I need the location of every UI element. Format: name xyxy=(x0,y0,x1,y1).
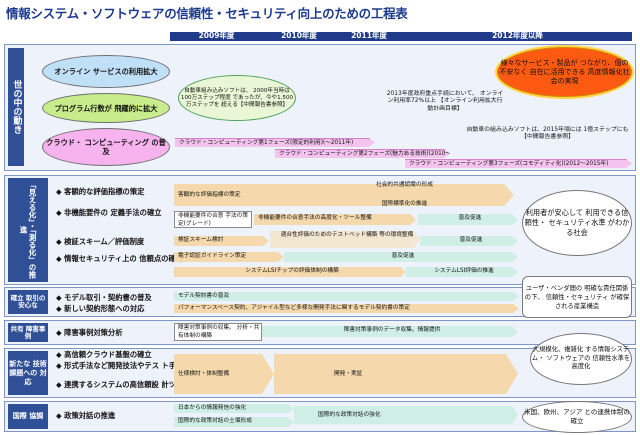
year-2009: 2009年度 xyxy=(198,31,235,40)
bar-dev-demo: 開発・実証 xyxy=(274,354,518,394)
bar-social-consensus: 社会的共通認識の形成 xyxy=(376,182,433,188)
bar-dialogue-strengthen: 国際的な政策対話の強化 xyxy=(294,406,518,424)
section-label-mieruka: 「見える化」・「測る化」の推進 xyxy=(8,178,48,282)
bar-lsi-framework: システムLSIチップの評価体制の構築 xyxy=(174,267,406,277)
bar-info-dissemination: 日本からの情報発信の強化 xyxy=(174,404,294,413)
year-timeline xyxy=(170,32,632,41)
item-cloud-platform: ◆ 高信頼クラウド基盤の確立 xyxy=(56,350,152,359)
bar-incident-data-provision: 障害対策事例のデータ収集、情報提供 xyxy=(262,326,518,337)
bar-model-contract-spread: モデル契約書の普及 xyxy=(174,292,519,301)
bar-e-auth-guideline: 電子認証ガイドライン策定 xyxy=(174,252,284,262)
section-label-incident: 共有 障害事例 xyxy=(8,323,48,342)
year-2011: 2011年度 xyxy=(351,31,387,40)
bar-dialogue-foundation: 国際的な政策対話の土壌形成 xyxy=(174,417,294,427)
section-label-intl: 国際 協調 xyxy=(8,404,48,429)
goal-newtech: 大規模化、複雑化 する情報システム・ ソフトウェアの 信頼性水準を高度化 xyxy=(530,333,632,385)
bar-nfr-advancement: 非機能要件の合意手法の高度化・ツール整備 xyxy=(254,214,416,225)
section-label-trends: 世の中の動き xyxy=(8,48,24,166)
item-policy-dialogue: ◆ 政策対話の推進 xyxy=(56,411,116,420)
bar-e-auth-popularize: 普及促進 xyxy=(284,252,518,262)
bar-diverse-contract-models: パフォーマンスベース契約、アジャイル型など多様な開発手法に関するモデル契約書の策… xyxy=(174,304,519,313)
bar-lsi-evaluation: システムLSI評価の推進 xyxy=(406,267,518,277)
cloud-phase-1-bar: クラウド・コンピューティング第1フェーズ(限定的利用)(〜2011年) xyxy=(175,138,375,147)
bar-intl-standard: 国際標準化の推進 xyxy=(381,201,428,207)
year-2012-later: 2012年度以降 xyxy=(492,31,543,40)
year-2010: 2010年度 xyxy=(281,31,317,40)
bar-nfr-grade: 非機能要件の合意 手法の策定(グレード) xyxy=(174,211,252,228)
bar-objective-metrics: 客観的な評価指標の策定 xyxy=(174,184,514,206)
bar-verification-popularize: 普及促進 xyxy=(420,236,518,246)
note-car-software-2015: 自動車の組み込みソフトは、2015年頃には 1億ステップにも【中間報告書参照】 xyxy=(466,127,629,141)
goal-intl: 米国、欧州、アジア との連携体制の確立 xyxy=(522,401,632,433)
item-incident-analysis: ◆ 障害事例対策分析 xyxy=(56,328,123,337)
section-label-trade: 確立 取引の 安心な xyxy=(8,290,48,314)
bar-incident-collection: 障害対策事例の収集、 分析・共有体制の構築 xyxy=(174,323,262,341)
item-objective-metrics: ◆ 客観的な評価指標の策定 xyxy=(56,187,145,196)
item-nfr-definition: ◆ 非機能要件の 定義手法の確立 xyxy=(56,208,162,217)
item-verification-scheme: ◆ 検証スキーム／評価制度 xyxy=(56,237,145,246)
item-new-contract-types: ◆ 新しい契約形態への対応 xyxy=(56,304,145,313)
trend-oval-code-size: プログラム行数が 飛躍的に拡大 xyxy=(42,93,170,123)
cloud-phase-2-bar: クラウド・コンピューティング第2フェーズ(魅力ある技術)(2010〜2013年) xyxy=(275,149,450,158)
bar-verification-review: 検証スキーム検討 xyxy=(174,236,269,246)
note-online-target: 2013年度政府重点手続において、 オンライン利用率72%以上 【オンライン利用… xyxy=(386,91,504,112)
trend-oval-online: オンライン サービスの利用拡大 xyxy=(42,55,170,88)
cloud-phase-3-bar: クラウド・コンピューティング第3フェーズ(コモディティ化)(2012〜2015年… xyxy=(405,159,632,168)
page-title: 情報システム・ソフトウェアの信頼性・セキュリティ向上のための工程表 xyxy=(6,6,408,21)
item-formal-methods: ◆ 形式手法など開発技法やテス ト手法の開発・実証 xyxy=(56,361,228,370)
item-security-trust: ◆ 情報セキュリティ上の 信頼点の確保 xyxy=(56,254,184,263)
bar-spec-review: 仕様検討・体制整備 xyxy=(174,354,274,394)
goal-trade: ユーザ・ベンダ間の 明確な責任関係の下、 信頼性・セキュリティ が確保される産業… xyxy=(522,276,632,318)
goal-mieruka: 利用者が安心して 利用できる信頼性・ セキュリティ水準 がわかる社会 xyxy=(522,190,632,256)
vision-oval: 様々なサービス・製品が つながり、個の不安なく 自在に活用できる 高度情報化社会… xyxy=(497,47,632,97)
trend-oval-cloud: クラウド・ コンピューティング の普及 xyxy=(42,128,170,166)
bubble-car-software: 自動車組み込みソフトは、 2000年当時は100万ステップ程度 であったが、今や… xyxy=(178,75,296,121)
bar-nfr-popularize: 普及促進 xyxy=(418,214,518,225)
item-model-contract: ◆ モデル取引・契約書の普及 xyxy=(56,293,152,302)
bar-testbed: 適合性評価のためのテストベッド構築 等の環境整備 xyxy=(270,231,420,248)
section-label-newtech: 新たな 技術課題への 対応 xyxy=(8,351,48,395)
item-design-tools: ◆ 連携するシステムの高信頼設 計ツールの開発 xyxy=(56,380,213,389)
